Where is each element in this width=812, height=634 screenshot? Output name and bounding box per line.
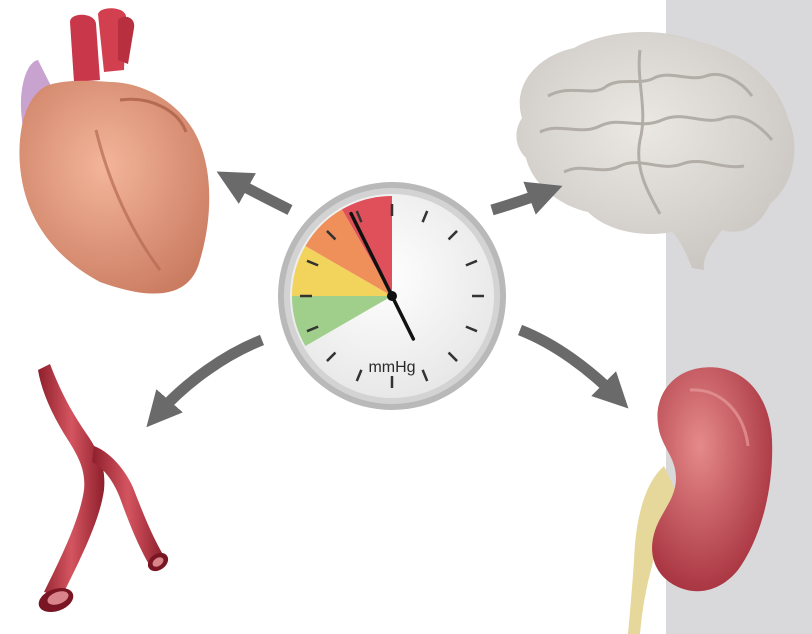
kidney-icon <box>628 367 772 634</box>
gauge-unit-label: mmHg <box>368 359 415 376</box>
arrow-to-artery <box>158 340 262 414</box>
arrow-to-heart <box>232 180 290 210</box>
arrow-to-kidney <box>520 330 616 396</box>
brain-icon <box>516 32 794 270</box>
heart-icon <box>19 8 209 293</box>
artery-icon <box>35 364 171 616</box>
pressure-gauge: mmHg <box>278 182 506 410</box>
gauge-hub <box>387 291 397 301</box>
arrow-to-brain <box>492 192 546 210</box>
